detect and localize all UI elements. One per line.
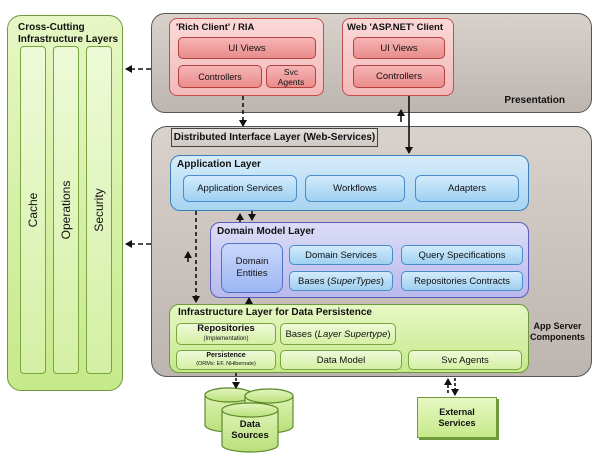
persistence-sub: (ORMs: EF, NHibernate)	[196, 361, 256, 367]
infrastructure-layer: Infrastructure Layer for Data Persistenc…	[169, 304, 529, 373]
persistence-label: Persistence	[206, 352, 246, 359]
repositories-label: Repositories	[197, 323, 255, 334]
distributed-interface-layer: Distributed Interface Layer (Web-Service…	[171, 128, 378, 147]
cross-cutting-title: Cross-Cutting Infrastructure Layers	[18, 22, 118, 46]
infra-bases-suffix: )	[387, 328, 391, 340]
data-model: Data Model	[280, 350, 402, 370]
domain-bases-prefix: Bases (	[298, 275, 331, 287]
repositories-contracts: Repositories Contracts	[401, 271, 523, 291]
rich-svc-agents: Svc Agents	[266, 65, 316, 88]
cross-cutting-panel: Cross-Cutting Infrastructure Layers Cach…	[7, 15, 123, 391]
rich-svc-agents-line1: Svc	[283, 66, 299, 77]
rich-client-title: 'Rich Client' / RIA	[176, 22, 255, 33]
external-services-box: External Services	[417, 397, 497, 438]
operations-label: Operations	[59, 180, 73, 240]
repositories-sub: (Implementation)	[203, 336, 249, 342]
infra-bases-italic: Layer Supertype	[317, 328, 388, 340]
domain-bases-label: Bases (SuperTypes)	[298, 276, 384, 287]
asp-controllers-label: Controllers	[376, 71, 422, 82]
application-services: Application Services	[183, 175, 297, 202]
cross-cutting-title-line2: Infrastructure Layers	[18, 34, 119, 45]
app-server-line2: Components	[530, 332, 585, 342]
rich-controllers-label: Controllers	[198, 71, 242, 82]
rich-svc-agents-line2: Agents	[277, 76, 305, 87]
domain-model-layer: Domain Model Layer Domain Entities Domai…	[210, 222, 529, 298]
cache-label: Cache	[26, 192, 40, 228]
app-server-line1: App Server	[533, 321, 582, 331]
application-layer-title: Application Layer	[177, 159, 261, 170]
workflows: Workflows	[305, 175, 405, 202]
data-model-label: Data Model	[316, 354, 366, 366]
domain-services-label: Domain Services	[305, 249, 377, 261]
application-services-label: Application Services	[197, 183, 283, 194]
infra-bases-prefix: Bases (	[285, 328, 318, 340]
rich-ui-views-label: UI Views	[228, 42, 266, 54]
domain-bases-suffix: )	[380, 275, 384, 287]
infra-bases: Bases (Layer Supertype)	[280, 323, 396, 345]
application-layer: Application Layer Application Services W…	[170, 155, 529, 211]
infrastructure-title: Infrastructure Layer for Data Persistenc…	[178, 307, 372, 318]
domain-bases-italic: SuperTypes	[330, 275, 381, 287]
operations-column: Operations	[53, 46, 79, 374]
asp-ui-views-label: UI Views	[380, 42, 418, 54]
asp-ui-views: UI Views	[353, 37, 445, 59]
cache-column: Cache	[20, 46, 46, 374]
domain-entities-line2: Entities	[236, 268, 268, 279]
presentation-label: Presentation	[504, 95, 565, 106]
distributed-interface-label: Distributed Interface Layer (Web-Service…	[173, 132, 376, 143]
repositories-contracts-label: Repositories Contracts	[413, 275, 511, 287]
persistence: Persistence (ORMs: EF, NHibernate)	[176, 350, 276, 370]
rich-client-box: 'Rich Client' / RIA UI Views Controllers…	[169, 18, 324, 96]
domain-layer-title: Domain Model Layer	[217, 226, 315, 237]
repositories-impl: Repositories (Implementation)	[176, 323, 276, 345]
workflows-label: Workflows	[333, 183, 377, 194]
data-sources-line2: Sources	[231, 430, 269, 441]
data-sources-line1: Data	[239, 419, 261, 430]
query-specifications: Query Specifications	[401, 245, 523, 265]
infra-svc-agents-label: Svc Agents	[441, 354, 489, 366]
external-services-line1: External	[439, 406, 475, 417]
query-specifications-label: Query Specifications	[418, 249, 506, 261]
app-server-label: App Server Components	[530, 321, 585, 343]
asp-controllers: Controllers	[353, 65, 445, 88]
adapters-label: Adapters	[447, 183, 487, 194]
rich-controllers: Controllers	[178, 65, 262, 88]
security-column: Security	[86, 46, 112, 374]
asp-client-box: Web 'ASP.NET' Client UI Views Controller…	[342, 18, 454, 96]
infra-svc-agents: Svc Agents	[408, 350, 522, 370]
asp-client-title: Web 'ASP.NET' Client	[347, 22, 444, 33]
cross-cutting-title-line1: Cross-Cutting	[18, 22, 85, 33]
domain-entities: Domain Entities	[221, 243, 283, 293]
external-services-line2: Services	[438, 417, 476, 428]
security-label: Security	[92, 188, 106, 232]
domain-services: Domain Services	[289, 245, 393, 265]
infra-bases-label: Bases (Layer Supertype)	[285, 329, 390, 340]
adapters: Adapters	[415, 175, 519, 202]
data-sources-label: Data Sources	[222, 419, 278, 441]
domain-entities-line1: Domain	[235, 256, 269, 267]
domain-bases: Bases (SuperTypes)	[289, 271, 393, 291]
rich-ui-views: UI Views	[178, 37, 316, 59]
